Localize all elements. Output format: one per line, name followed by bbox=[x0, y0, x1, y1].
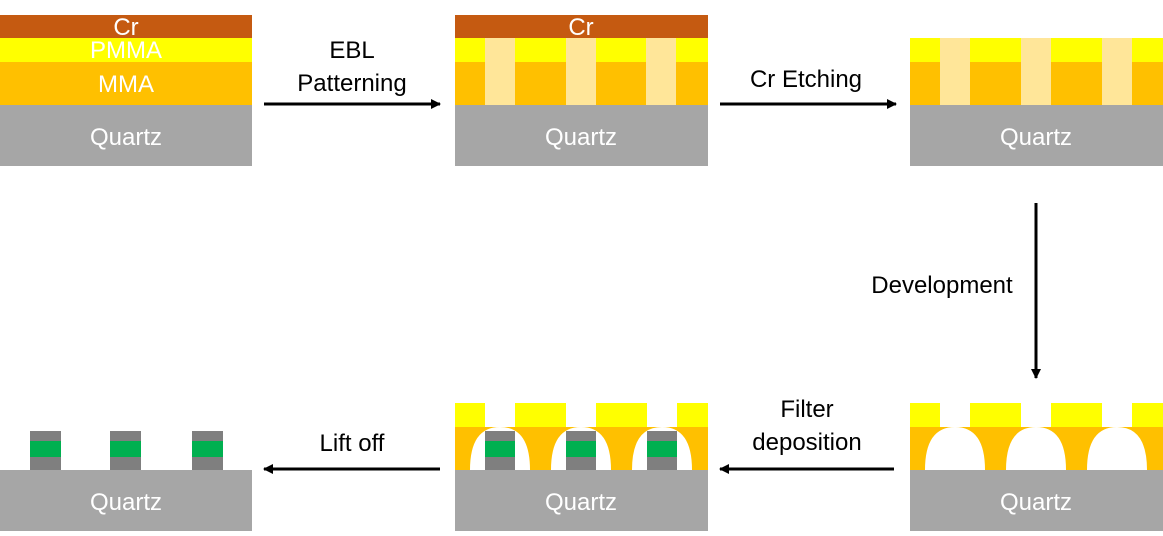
exposed-region bbox=[1021, 38, 1051, 105]
quartz-substrate bbox=[0, 105, 252, 166]
filter-stack bbox=[485, 431, 515, 470]
pmma-segment bbox=[677, 403, 708, 427]
pmma-layer bbox=[0, 38, 252, 62]
pmma-label: PMMA bbox=[90, 37, 162, 64]
ebl-label-line1: EBL bbox=[329, 37, 374, 64]
pmma-segment bbox=[910, 403, 940, 427]
panel-after-cr-etching: Quartz bbox=[910, 38, 1163, 166]
pmma-segment bbox=[515, 403, 566, 427]
mma-label: MMA bbox=[98, 71, 154, 98]
exposed-region bbox=[1102, 38, 1132, 105]
exposed-region bbox=[566, 38, 596, 105]
quartz-label: Quartz bbox=[545, 124, 617, 151]
filter-stack bbox=[110, 431, 141, 470]
pmma-segment bbox=[1132, 403, 1163, 427]
filter-label-line2: deposition bbox=[752, 429, 861, 456]
exposed-region bbox=[940, 38, 970, 105]
quartz-label: Quartz bbox=[90, 489, 162, 516]
mma-undercut-layer bbox=[455, 427, 708, 470]
quartz-substrate bbox=[455, 470, 708, 531]
quartz-substrate bbox=[910, 470, 1163, 531]
panel-after-filter-deposition: Quartz bbox=[455, 403, 708, 531]
pmma-segment bbox=[1051, 403, 1102, 427]
pmma-segment bbox=[455, 403, 485, 427]
cr-layer bbox=[455, 15, 708, 38]
panel-after-lift-off: Quartz bbox=[0, 431, 252, 531]
cr-etching-label: Cr Etching bbox=[750, 66, 862, 93]
ebl-label-line2: Patterning bbox=[297, 70, 406, 97]
cr-layer bbox=[0, 15, 252, 38]
exposed-region bbox=[485, 38, 515, 105]
mma-undercut-layer bbox=[910, 427, 1163, 470]
pmma-segment bbox=[596, 403, 647, 427]
quartz-substrate bbox=[910, 105, 1163, 166]
panel-after-ebl: Cr Quartz bbox=[455, 14, 708, 166]
quartz-label: Quartz bbox=[90, 124, 162, 151]
quartz-label: Quartz bbox=[1000, 489, 1072, 516]
filter-stack bbox=[566, 431, 596, 470]
cr-label: Cr bbox=[113, 14, 138, 41]
pmma-segment bbox=[970, 403, 1021, 427]
filter-stack bbox=[30, 431, 61, 470]
development-label: Development bbox=[871, 272, 1013, 299]
quartz-label: Quartz bbox=[545, 489, 617, 516]
mma-layer bbox=[0, 62, 252, 105]
panel-initial-stack: Cr PMMA MMA Quartz bbox=[0, 14, 252, 166]
filter-stack bbox=[192, 431, 223, 470]
panel-after-development: Quartz bbox=[910, 403, 1163, 531]
cr-label: Cr bbox=[568, 14, 593, 41]
quartz-label: Quartz bbox=[1000, 124, 1072, 151]
quartz-substrate bbox=[455, 105, 708, 166]
exposed-region bbox=[646, 38, 676, 105]
filter-stack bbox=[647, 431, 677, 470]
filter-label-line1: Filter bbox=[780, 396, 833, 423]
lift-off-label: Lift off bbox=[320, 430, 385, 457]
quartz-substrate bbox=[0, 470, 252, 531]
